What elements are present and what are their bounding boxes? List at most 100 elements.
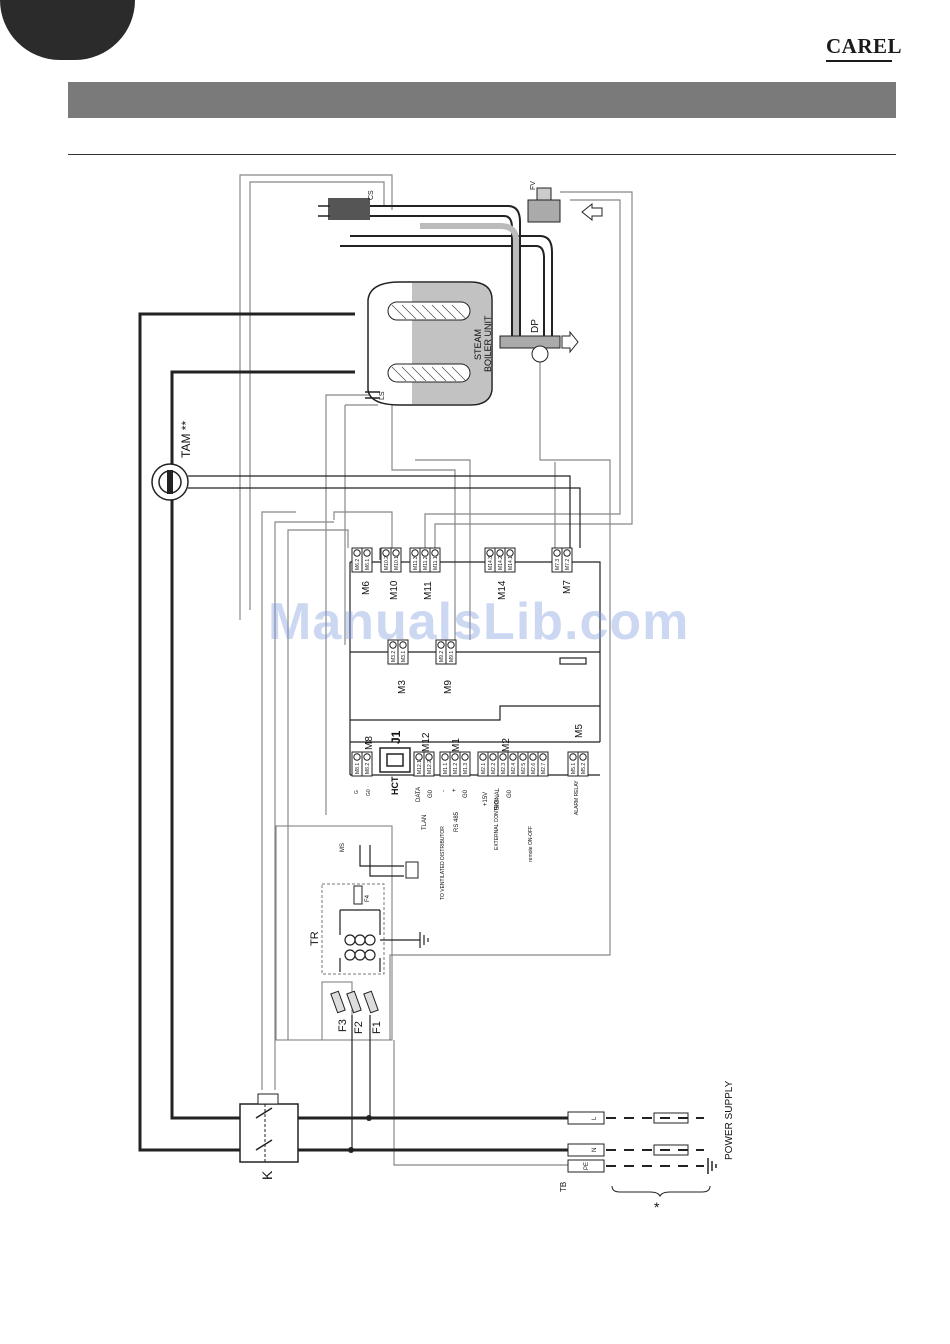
label-tb: TB — [559, 1182, 568, 1192]
transformer-tr — [339, 909, 429, 972]
label-pe: PE — [584, 1162, 590, 1170]
terminal-label: M2.4 — [511, 763, 517, 774]
terminal-screw — [519, 753, 527, 761]
label-fv: FV — [530, 181, 537, 190]
label-m5: M5 — [574, 724, 585, 738]
terminal-screw — [496, 549, 504, 557]
terminal-label: M6.2 — [355, 559, 361, 570]
terminal-label: M12.2 — [427, 760, 433, 774]
terminal-m12-2 — [423, 751, 435, 777]
terminal-label: M11.3 — [413, 556, 419, 570]
terminal-label: M11.1 — [433, 556, 439, 570]
terminal-screw — [486, 549, 494, 557]
terminal-label: M3.1 — [401, 651, 407, 662]
fuse-f4 — [353, 885, 363, 905]
terminal-label: M14.2 — [498, 556, 504, 570]
label-steam: STEAM — [473, 329, 483, 360]
label-f2: F2 — [353, 1021, 365, 1034]
corner-tab — [0, 0, 135, 60]
terminal-screw — [553, 549, 561, 557]
terminal-screw — [389, 641, 397, 649]
terminal-screw — [382, 549, 390, 557]
label-power: POWER SUPPLY — [724, 1080, 735, 1160]
label-m9: M9 — [443, 680, 454, 694]
terminal-m11-1 — [429, 547, 441, 573]
contactor-k — [239, 1093, 299, 1163]
terminal-screw — [447, 641, 455, 649]
terminal-label: M12.1 — [417, 760, 423, 774]
label-minus: - — [441, 790, 447, 792]
label-tlan: TLAN — [422, 815, 428, 830]
terminal-screw — [499, 753, 507, 761]
terminal-screw — [421, 549, 429, 557]
drain-pump-dp — [499, 330, 579, 363]
terminal-label: M9.2 — [439, 651, 445, 662]
label-m7: M7 — [562, 580, 573, 594]
terminal-screw — [415, 753, 423, 761]
terminal-screw — [431, 549, 439, 557]
terminal-screw — [399, 641, 407, 649]
terminal-screw — [437, 641, 445, 649]
terminal-m1-3 — [459, 751, 471, 777]
thin-signal-wires — [239, 174, 633, 1166]
label-g0-c: G0 — [507, 789, 513, 798]
label-tr: TR — [309, 931, 321, 946]
terminal-label: M11.2 — [423, 556, 429, 570]
terminal-label: M8.2 — [365, 763, 371, 774]
label-data: DATA — [416, 787, 422, 802]
label-f1: F1 — [371, 1021, 383, 1034]
label-plus: + — [452, 788, 458, 792]
terminal-label: M1.2 — [453, 763, 459, 774]
terminal-label: M5.1 — [571, 763, 577, 774]
terminal-m14-1 — [504, 547, 516, 573]
terminal-label: M8.1 — [355, 763, 361, 774]
terminal-board-tb — [567, 1111, 605, 1173]
level-sensor-cs — [328, 198, 370, 220]
label-g-small: G — [354, 790, 360, 794]
terminal-m6-1 — [361, 547, 373, 573]
electrode-a-hatch — [391, 304, 467, 320]
label-g0-b: G0 — [463, 789, 469, 798]
terminal-screw — [353, 753, 361, 761]
label-n: N — [592, 1148, 598, 1152]
header-rule — [68, 154, 896, 155]
terminal-label: M5.2 — [581, 763, 587, 774]
terminal-m9-1 — [445, 639, 457, 665]
label-signal: SIGNAL — [495, 787, 501, 810]
terminal-label: M2.5 — [521, 763, 527, 774]
terminal-screw — [441, 753, 449, 761]
terminal-screw — [506, 549, 514, 557]
terminal-screw — [489, 753, 497, 761]
terminal-label: M10.1 — [394, 556, 400, 570]
terminal-label: M2.3 — [501, 763, 507, 774]
label-rs485: RS 485 — [454, 811, 460, 832]
fuses-f1-f3 — [330, 990, 379, 1014]
label-tam: TAM ** — [179, 421, 193, 458]
label-cs: CS — [368, 190, 375, 200]
label-g0-small: G0 — [366, 789, 372, 796]
label-alarm-relay: ALARM RELAY — [574, 780, 580, 815]
terminal-label: M1.3 — [463, 763, 469, 774]
label-m6: M6 — [361, 581, 372, 595]
terminal-m7-2 — [561, 547, 573, 573]
label-ms: MS — [340, 843, 346, 852]
terminal-screw — [425, 753, 433, 761]
terminal-screw — [392, 549, 400, 557]
terminal-label: M3.2 — [391, 651, 397, 662]
label-m2: M2 — [501, 738, 512, 752]
section-title-bar — [68, 82, 896, 118]
label-f3: F3 — [337, 1019, 349, 1032]
connector-j1 — [379, 747, 411, 773]
terminal-screw — [353, 549, 361, 557]
terminal-screw — [451, 753, 459, 761]
terminal-screw — [539, 753, 547, 761]
label-external-control: EXTERNAL CONTROL — [494, 798, 500, 850]
terminal-label: M10.2 — [384, 556, 390, 570]
terminal-m5-2 — [577, 751, 589, 777]
supply-fuses — [606, 1112, 717, 1198]
terminal-screw — [411, 549, 419, 557]
label-boiler-unit: BOILER UNIT — [483, 315, 493, 372]
label-m1: M1 — [451, 738, 462, 752]
